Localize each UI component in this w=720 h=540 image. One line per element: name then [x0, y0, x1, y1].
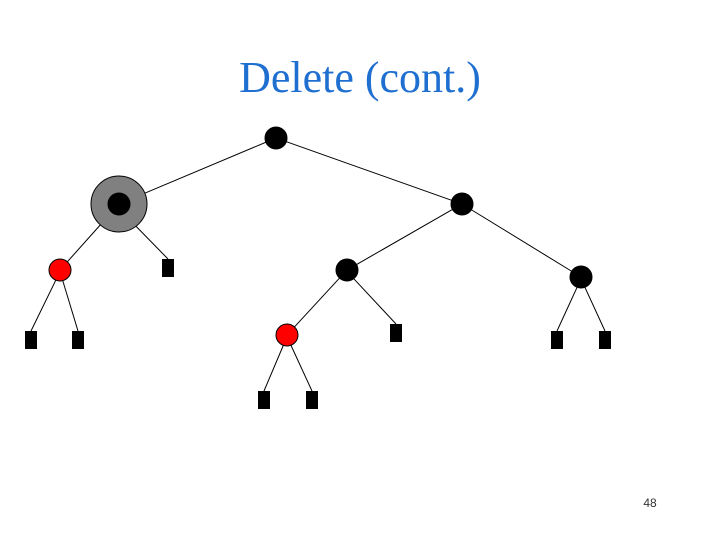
slide-title: Delete (cont.): [239, 53, 481, 102]
tree-edge: [294, 277, 340, 328]
nil-leaf-node: [390, 324, 402, 342]
tree-edge: [263, 345, 284, 392]
page-number: 48: [643, 496, 657, 510]
tree-edge: [62, 280, 79, 332]
tree-edge: [286, 141, 452, 201]
tree-edge: [471, 209, 572, 272]
red-node: [275, 323, 299, 347]
nil-leaf-node: [599, 331, 611, 349]
tree-edge: [144, 141, 267, 194]
black-node: [569, 265, 593, 289]
black-node: [264, 126, 288, 150]
nil-leaf-node: [258, 391, 270, 409]
tree-edges: [30, 141, 606, 392]
black-node: [107, 192, 131, 216]
nil-leaf-node: [72, 331, 84, 349]
tree-edge: [66, 224, 101, 263]
black-node: [450, 192, 474, 216]
tree-edge: [290, 345, 313, 392]
tree-edge: [353, 278, 397, 325]
nil-leaf-node: [162, 259, 174, 277]
red-node: [48, 258, 72, 282]
tree-edge: [584, 287, 606, 332]
black-node: [335, 258, 359, 282]
tree-edge: [135, 225, 169, 260]
tree-nodes: [25, 126, 611, 409]
tree-edge: [30, 279, 57, 332]
nil-leaf-node: [306, 391, 318, 409]
nil-leaf-node: [25, 331, 37, 349]
tree-edge: [356, 209, 453, 265]
tree-edge: [556, 287, 578, 332]
nil-leaf-node: [551, 331, 563, 349]
